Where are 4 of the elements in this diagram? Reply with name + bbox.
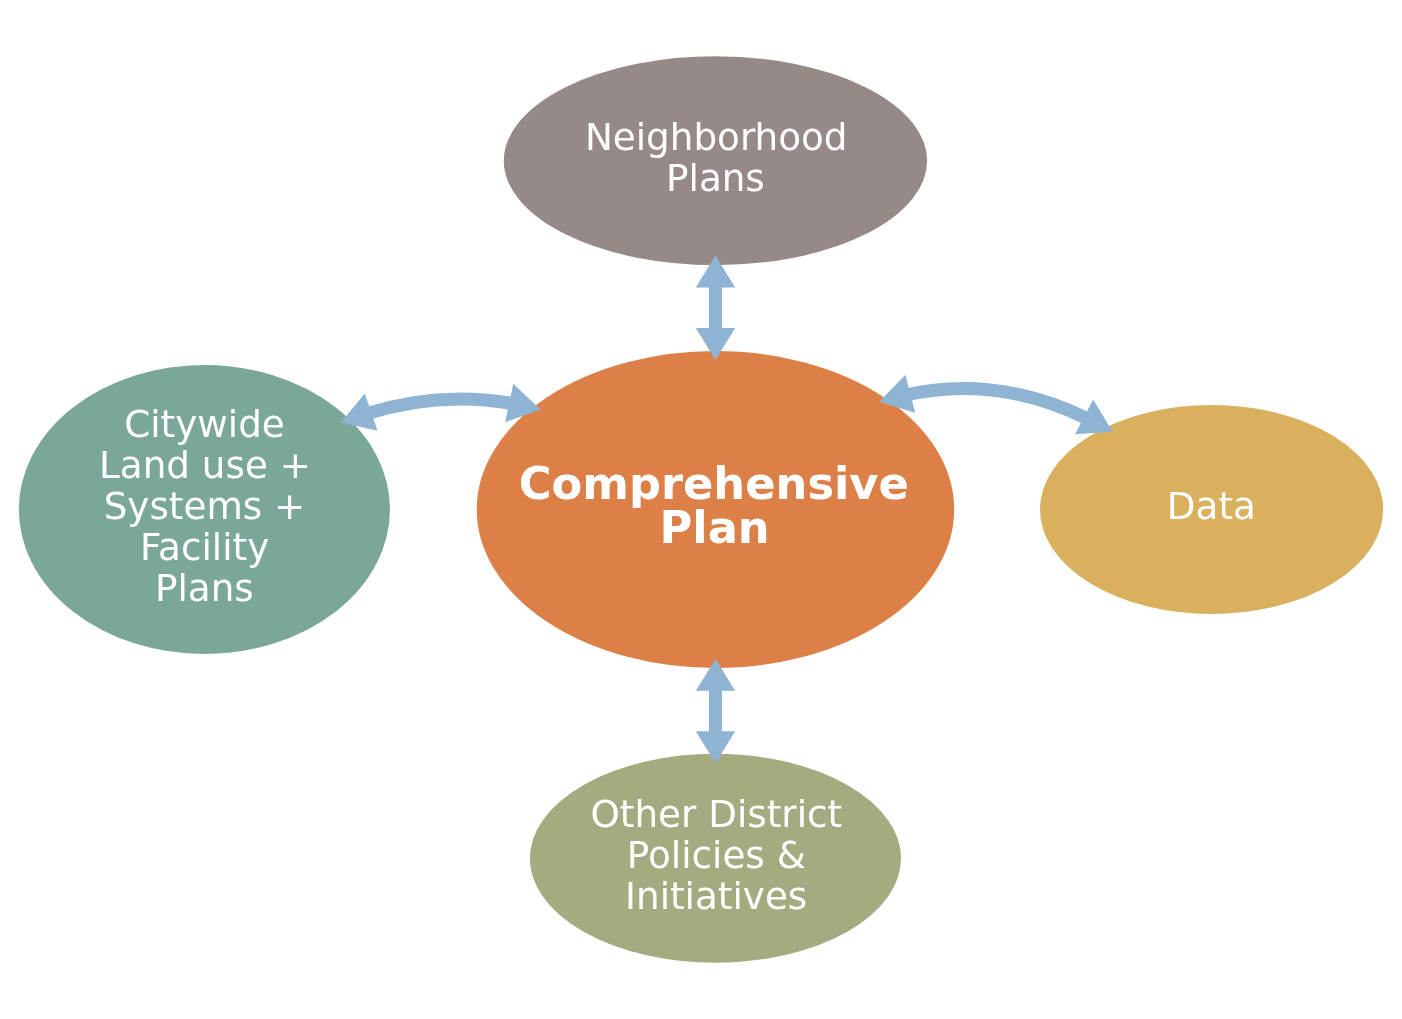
arrow (879, 374, 1113, 435)
arrow (695, 255, 736, 361)
arrow (340, 383, 541, 431)
arrow (695, 658, 736, 764)
